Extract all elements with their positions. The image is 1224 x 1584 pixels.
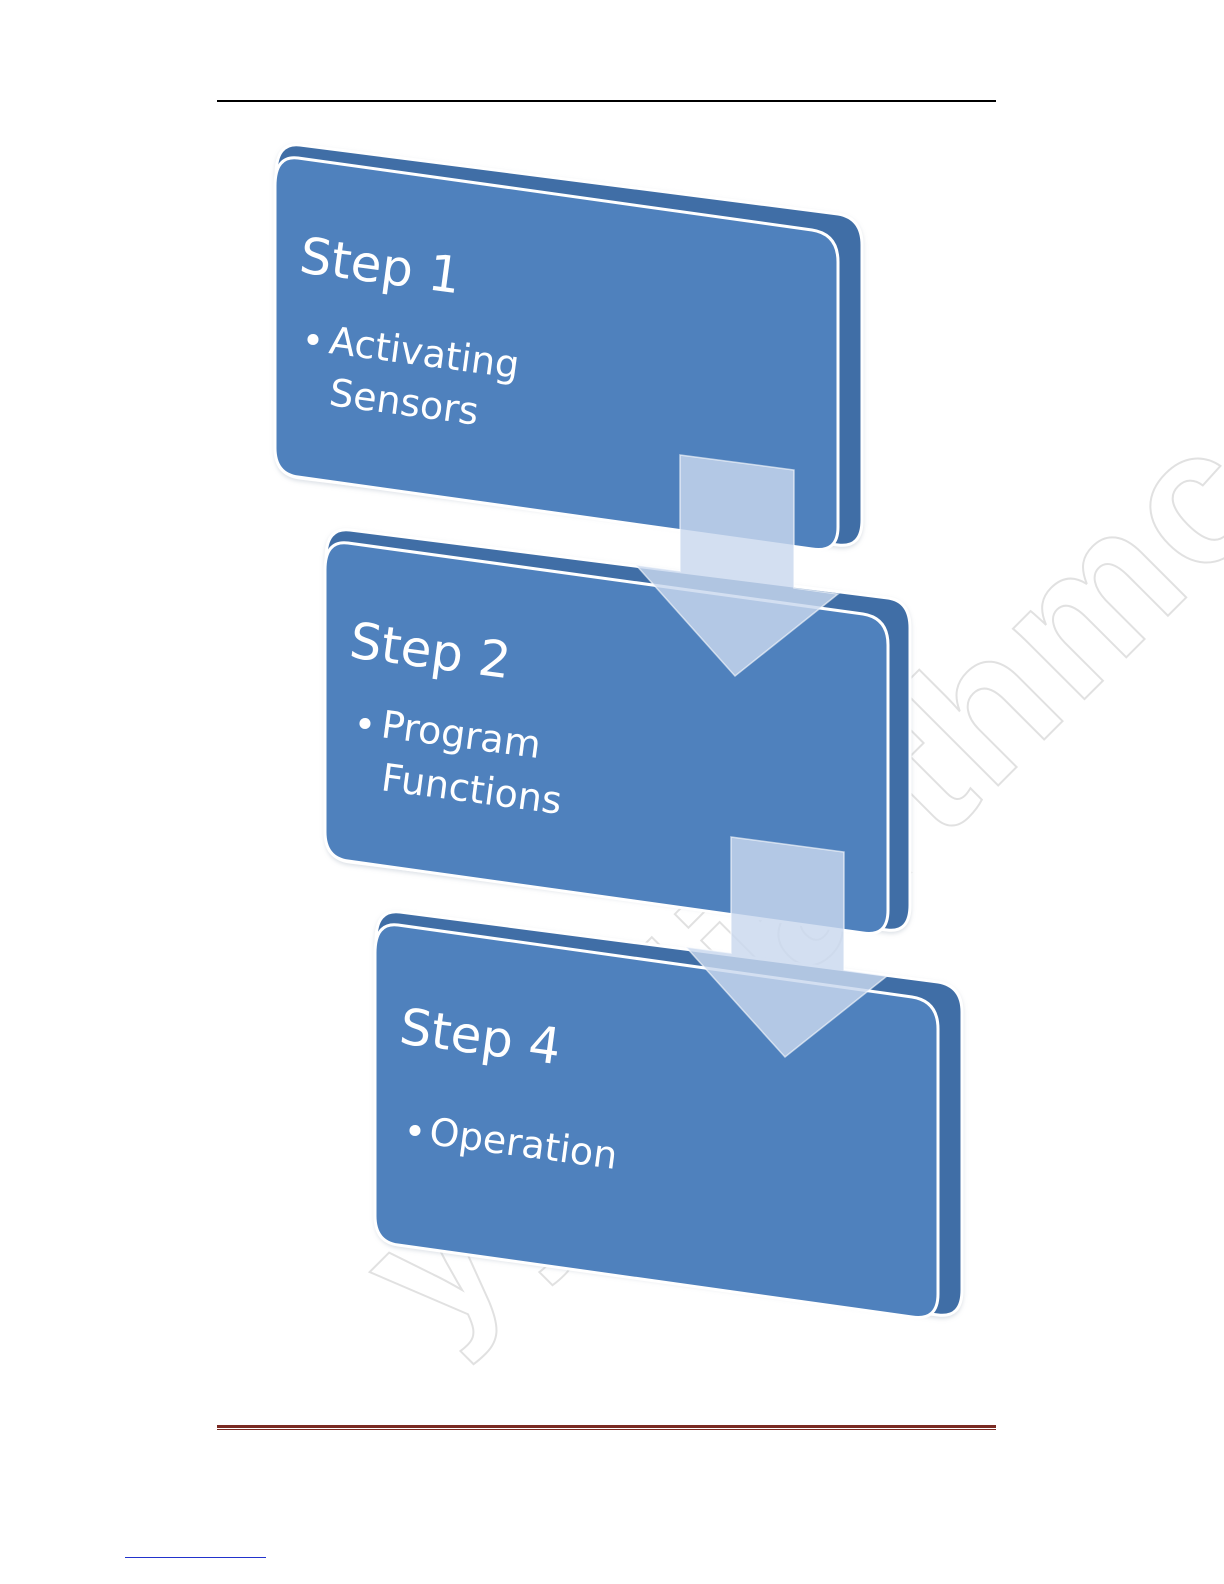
footer-rule bbox=[217, 1425, 996, 1430]
step-4-box: Step 4 • Operation bbox=[375, 912, 962, 1318]
footer-link-underline[interactable] bbox=[125, 1557, 266, 1558]
